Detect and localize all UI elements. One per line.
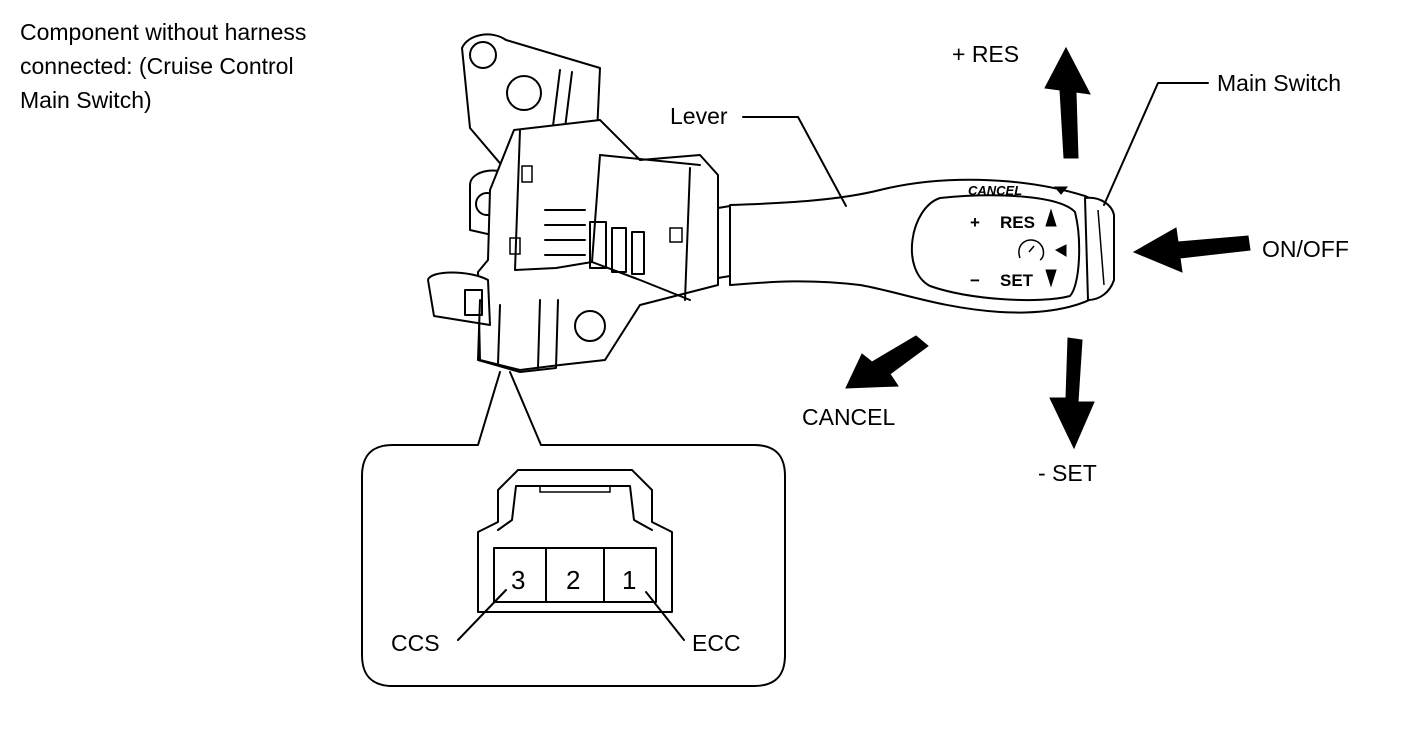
label-lever: Lever [670, 103, 728, 129]
speedometer-pointer-icon [1054, 244, 1067, 257]
lever-face-res-sign: + [970, 213, 980, 232]
label-cancel: CANCEL [802, 404, 896, 430]
set-down-triangle-icon [1045, 269, 1057, 288]
ccs-leader-line [457, 589, 507, 641]
speedometer-icon [1018, 239, 1045, 261]
ecc-leader-line [645, 591, 685, 641]
cancel-triangle-icon [1053, 186, 1069, 195]
label-main-switch: Main Switch [1217, 70, 1341, 96]
lever-face-res: RES [1000, 213, 1035, 232]
res-up-arrow-icon [1044, 46, 1091, 159]
label-ccs: CCS [391, 630, 440, 656]
lever-face-set: SET [1000, 271, 1034, 290]
on-off-arrow-icon [1132, 227, 1251, 273]
connector-pin-block [493, 547, 657, 603]
cancel-arrow-icon [845, 335, 929, 389]
lever-face-cancel: CANCEL [968, 183, 1022, 198]
connector-callout: 3 2 1 CCS ECC [361, 371, 786, 687]
res-up-triangle-icon [1045, 208, 1057, 227]
connector-pin-3: 3 [511, 565, 525, 595]
connector-pin-1: 1 [622, 565, 636, 595]
label-res: + RES [952, 41, 1019, 67]
connector-pin-2: 2 [566, 565, 580, 595]
set-down-arrow-icon [1049, 337, 1095, 450]
caption-line-3: Main Switch) [20, 87, 152, 113]
label-ecc: ECC [692, 630, 741, 656]
lever: CANCEL + RES − SET [729, 178, 1115, 314]
lever-face-set-sign: − [970, 271, 980, 290]
label-on-off: ON/OFF [1262, 236, 1349, 262]
lever-leader-line [742, 116, 847, 207]
caption-line-1: Component without harness [20, 19, 306, 45]
label-set: - SET [1038, 460, 1097, 486]
switch-body [427, 33, 737, 373]
caption-line-2: connected: (Cruise Control [20, 53, 294, 79]
main-switch-leader-line [1103, 82, 1209, 206]
